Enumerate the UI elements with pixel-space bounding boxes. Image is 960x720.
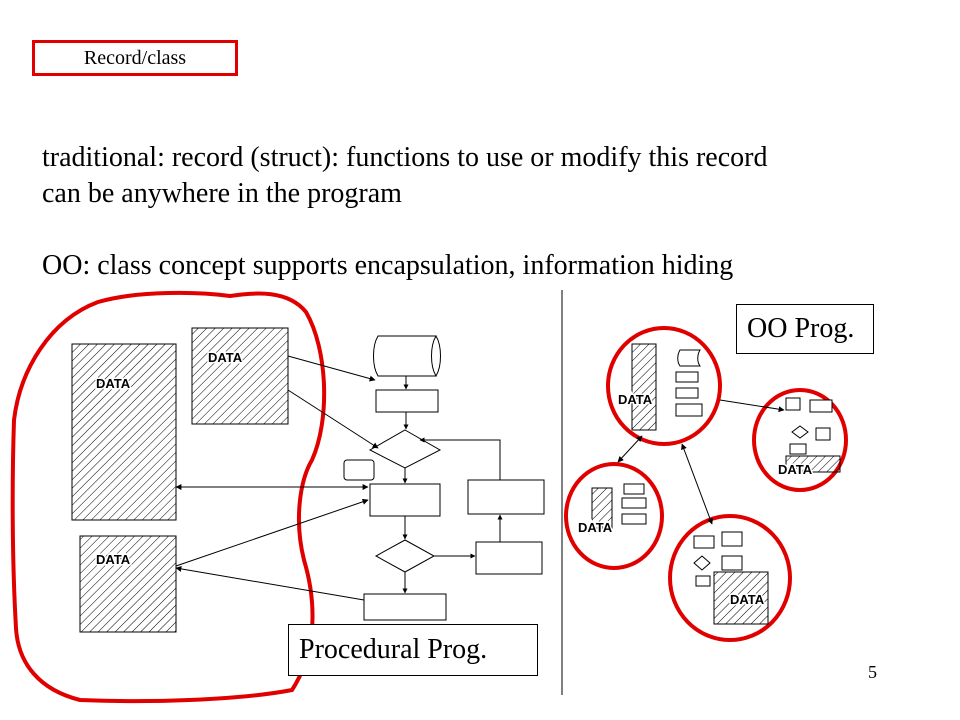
oo-object-3 — [591, 483, 647, 529]
oo-message-arrows — [617, 399, 785, 525]
text-line-anywhere: can be anywhere in the program — [42, 178, 402, 209]
oo-prog-text: OO Prog. — [747, 313, 855, 344]
proc-data-block-tall — [71, 343, 177, 521]
oo-object-circle-2 — [752, 388, 848, 492]
oo-object-circle-4 — [668, 514, 792, 642]
proc-flow-arrows — [402, 376, 503, 594]
oo-object-2 — [785, 397, 841, 473]
proc-data-block-bottom — [79, 535, 177, 633]
proc-data-block-top — [191, 327, 289, 425]
title-box: Record/class — [32, 40, 238, 76]
oo-object-4 — [693, 531, 769, 625]
procedural-prog-text: Procedural Prog. — [299, 634, 488, 665]
proc-decision-2 — [374, 539, 436, 573]
oo-object-circle-3 — [564, 462, 664, 570]
text-line-traditional: traditional: record (struct): functions … — [42, 142, 768, 173]
text-line-oo: OO: class concept supports encapsulation… — [42, 250, 734, 281]
proc-process-box-2 — [369, 483, 441, 517]
page-number: 5 — [868, 662, 877, 682]
body-text: traditional: record (struct): functions … — [42, 140, 922, 284]
proc-storage-symbol — [373, 335, 441, 377]
oo-object-1 — [631, 343, 703, 431]
oo-data-label-3: DATA — [578, 520, 613, 535]
proc-small-box — [343, 459, 375, 481]
proc-process-box-right — [467, 479, 545, 515]
proc-process-box-bottom-right — [475, 541, 543, 575]
oo-prog-label: OO Prog. — [736, 304, 874, 354]
proc-data-label-1: DATA — [96, 376, 131, 391]
proc-decision-1 — [368, 429, 442, 469]
procedural-prog-label: Procedural Prog. — [288, 624, 538, 676]
oo-data-label-4: DATA — [730, 592, 765, 607]
proc-process-box-1 — [375, 389, 439, 413]
title-text: Record/class — [83, 46, 187, 69]
proc-process-box-bottom — [363, 593, 447, 621]
oo-data-label-2: DATA — [778, 462, 813, 477]
oo-data-label-1: DATA — [618, 392, 653, 407]
proc-data-label-3: DATA — [96, 552, 131, 567]
oo-object-circle-1 — [606, 326, 722, 446]
proc-data-access-arrows — [175, 355, 379, 601]
proc-data-label-2: DATA — [208, 350, 243, 365]
